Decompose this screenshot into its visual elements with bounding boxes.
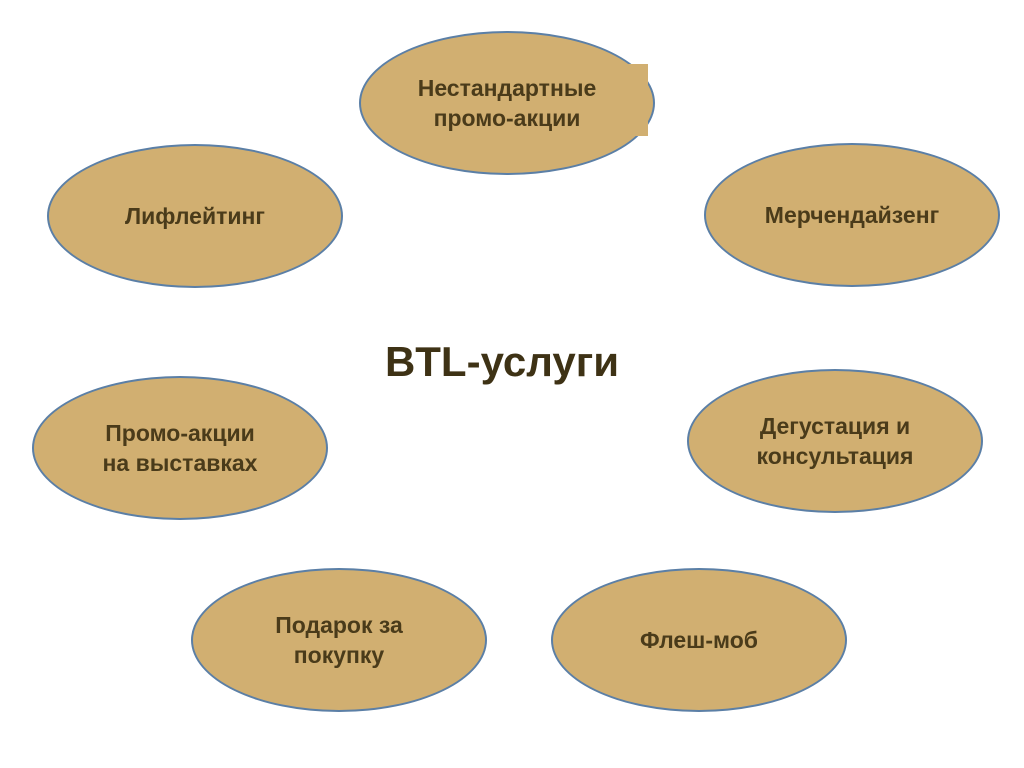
node-label: Флеш-моб xyxy=(640,627,758,653)
node-merchandising: Мерчендайзенг xyxy=(704,143,1000,287)
node-tasting: Дегустация и консультация xyxy=(687,369,983,513)
node-label: Промо-акции на выставках xyxy=(102,420,258,476)
node-label: Подарок за покупку xyxy=(275,612,403,668)
node-exhibition-promo: Промо-акции на выставках xyxy=(32,376,328,520)
node-leafleting: Лифлейтинг xyxy=(47,144,343,288)
node-gift-with-purchase: Подарок за покупку xyxy=(191,568,487,712)
accent-block xyxy=(626,64,648,136)
node-label: Мерчендайзенг xyxy=(764,202,940,228)
node-label: Нестандартные промо-акции xyxy=(417,75,597,131)
node-label: Дегустация и консультация xyxy=(756,413,914,469)
node-nonstandard-promo: Нестандартные промо-акции xyxy=(359,31,655,175)
node-flashmob: Флеш-моб xyxy=(551,568,847,712)
node-label: Лифлейтинг xyxy=(125,203,265,229)
center-title: BTL-услуги xyxy=(384,338,620,385)
